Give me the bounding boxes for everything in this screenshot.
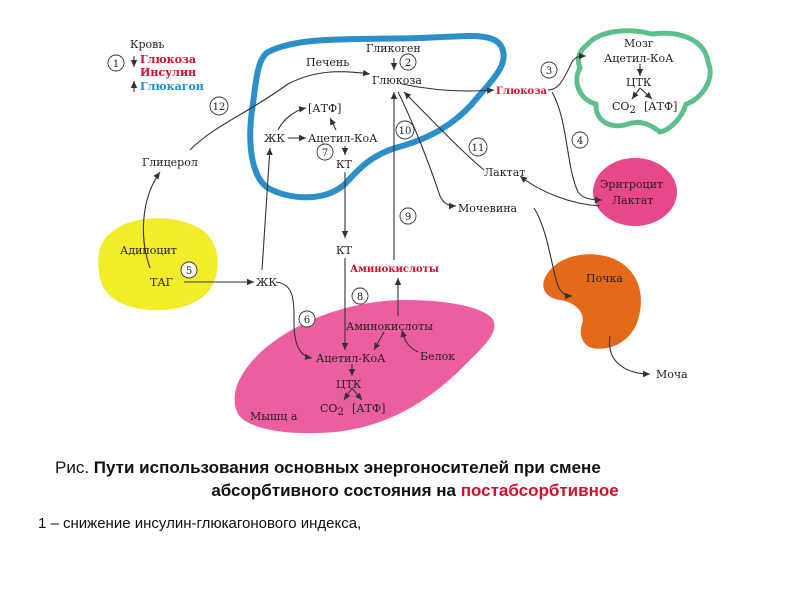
urea-label: Мочевина xyxy=(458,202,518,215)
pathway-arrows xyxy=(130,52,653,401)
atp-brain-label: [АТФ] xyxy=(644,100,677,113)
lactate-blood-label: Лактат xyxy=(484,166,525,179)
svg-text:11: 11 xyxy=(472,143,485,154)
fa-blood-label: ЖК xyxy=(256,276,277,289)
svg-text:6: 6 xyxy=(304,315,310,326)
liver-shape xyxy=(247,33,507,201)
caption-note: 1 – снижение инсулин-глюкагонового индек… xyxy=(38,515,362,532)
kt-liver-label: КТ xyxy=(336,158,353,171)
step-12: 12 xyxy=(209,96,229,116)
step-9: 9 xyxy=(399,207,417,225)
step-7: 7 xyxy=(316,143,334,161)
caption-title-highlight: постабсорбтивное xyxy=(460,481,619,500)
step-11: 11 xyxy=(468,137,488,157)
lactate-ery-label: Лактат xyxy=(612,194,653,207)
acetyl-coa-brain-label: Ацетил-КоА xyxy=(604,52,674,65)
legend-glucose: Глюкоза xyxy=(140,53,196,66)
svg-text:8: 8 xyxy=(357,292,363,303)
legend: Кровь Глюкоза Инсулин Глюкагон xyxy=(130,38,204,93)
step-1: 1 xyxy=(107,54,125,72)
figure-caption: Рис. Пути использования основных энергон… xyxy=(55,456,775,502)
atp-muscle-label: [АТФ] xyxy=(352,402,385,415)
svg-text:2: 2 xyxy=(405,58,411,69)
step-4: 4 xyxy=(571,131,589,149)
step-8: 8 xyxy=(351,287,369,305)
kidney-shape xyxy=(543,254,641,349)
svg-text:10: 10 xyxy=(399,126,412,137)
legend-blood: Кровь xyxy=(130,38,164,51)
kt-blood-label: КТ xyxy=(336,244,353,257)
urine-label: Моча xyxy=(656,368,688,381)
step-markers: 1 2 3 4 5 6 7 8 9 10 11 12 xyxy=(107,53,589,328)
caption-title-part1: Пути использования основных энергоносите… xyxy=(93,458,601,477)
muscle-label: Мышц а xyxy=(250,410,298,423)
atp-liver-label: [АТФ] xyxy=(308,102,341,115)
svg-text:7: 7 xyxy=(322,148,328,159)
tca-muscle-label: ЦТК xyxy=(336,378,362,391)
svg-text:1: 1 xyxy=(113,59,119,70)
acetyl-coa-muscle-label: Ацетил-КоА xyxy=(316,352,386,365)
erythrocyte-label: Эритроцит xyxy=(600,178,663,191)
step-2: 2 xyxy=(399,53,417,71)
glucose-liver-label: Глюкоза xyxy=(372,74,422,87)
step-10: 10 xyxy=(395,120,415,140)
muscle-shape xyxy=(234,300,495,434)
svg-text:4: 4 xyxy=(577,136,583,147)
caption-prefix: Рис. xyxy=(55,458,90,477)
legend-glucagon: Глюкагон xyxy=(140,80,204,93)
erythrocyte-shape xyxy=(593,158,677,226)
svg-text:12: 12 xyxy=(213,102,226,113)
protein-label: Белок xyxy=(420,350,455,363)
adipocyte-label: Адипоцит xyxy=(120,244,177,257)
legend-insulin: Инсулин xyxy=(140,66,196,79)
co2-brain-label: СО2 xyxy=(612,100,636,116)
tag-label: ТАГ xyxy=(150,276,173,289)
co2-muscle-label: СО2 xyxy=(320,402,344,418)
glucose-blood-label: Глюкоза xyxy=(496,86,547,97)
liver-label: Печень xyxy=(306,56,349,69)
amino-muscle-label: Аминокислоты xyxy=(346,320,433,333)
svg-text:5: 5 xyxy=(186,266,192,277)
step-3: 3 xyxy=(540,61,558,79)
acetyl-coa-liver-label: Ацетил-КоА xyxy=(308,132,378,145)
caption-title-part2: абсорбтивного состояния на xyxy=(211,481,456,500)
svg-text:3: 3 xyxy=(546,66,552,77)
svg-text:9: 9 xyxy=(405,212,411,223)
glycerol-label: Глицерол xyxy=(142,156,198,169)
tca-brain-label: ЦТК xyxy=(626,76,652,89)
step-5: 5 xyxy=(180,261,198,279)
brain-label: Мозг xyxy=(624,37,654,50)
glycogen-label: Гликоген xyxy=(366,42,421,55)
kidney-label: Почка xyxy=(586,272,623,285)
brain-shape xyxy=(574,28,713,135)
step-6: 6 xyxy=(298,310,316,328)
amino-blood-label: Аминокислоты xyxy=(350,264,439,275)
adipocyte-shape xyxy=(98,218,218,311)
fa-liver-label: ЖК xyxy=(264,132,285,145)
